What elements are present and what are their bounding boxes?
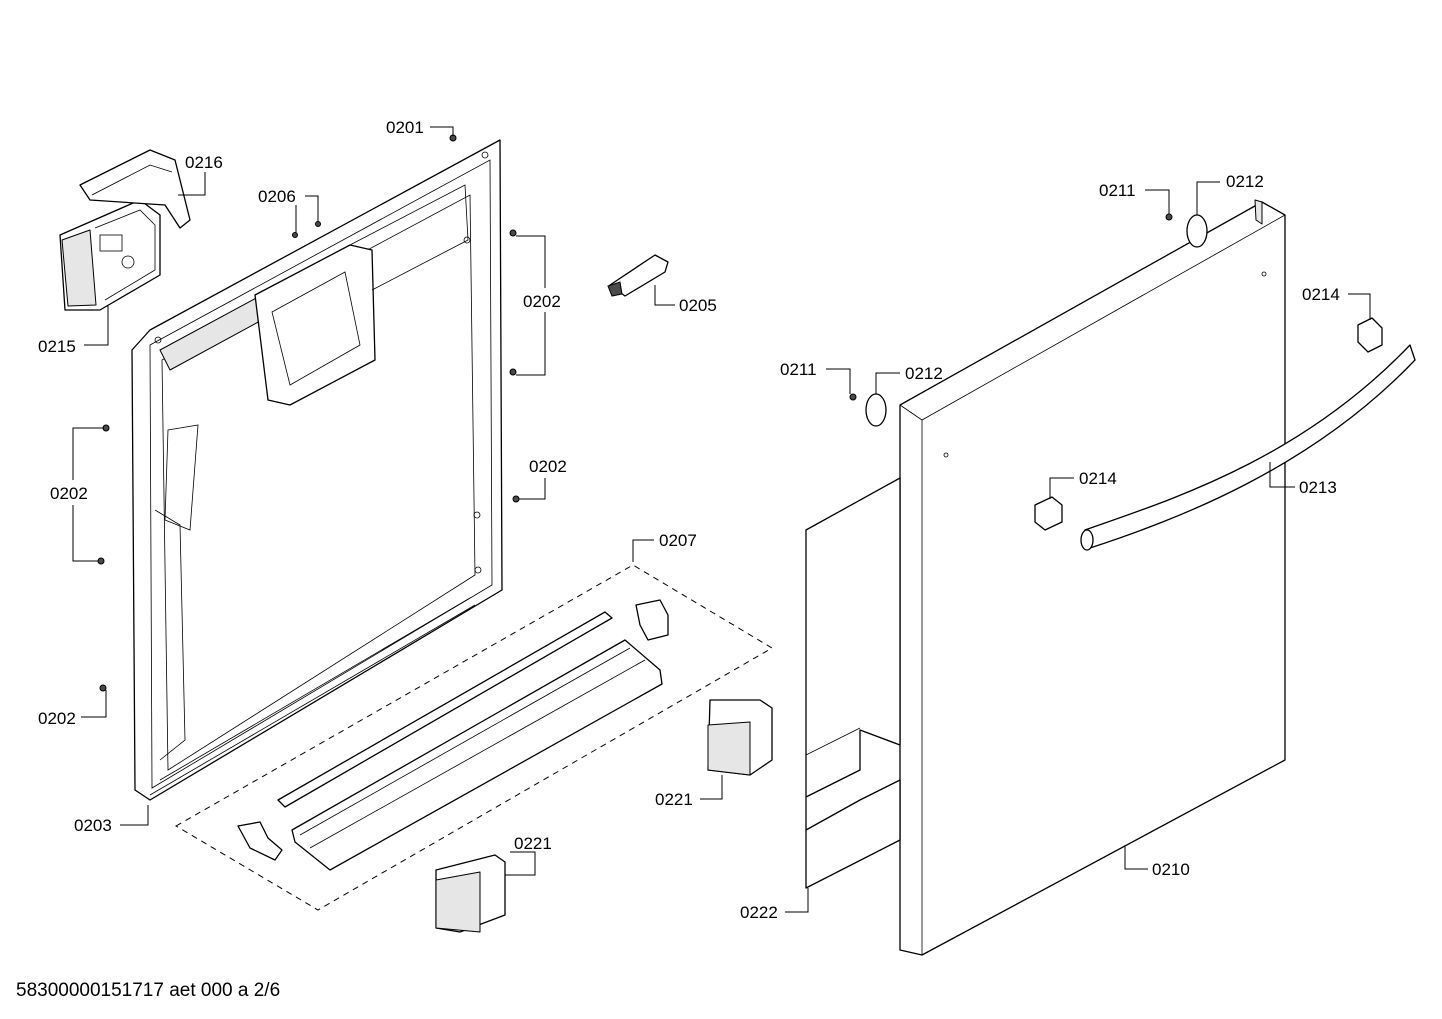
label-0202-top-right: 0202 (523, 292, 561, 311)
control-module (59, 199, 161, 311)
label-0212-left: 0212 (905, 364, 943, 383)
handle-end-caps (1034, 317, 1383, 531)
leader-lines (72, 126, 1371, 913)
insulation-panel (805, 477, 901, 889)
label-0205: 0205 (679, 296, 717, 315)
label-0207: 0207 (659, 531, 697, 550)
label-0211-top: 0211 (1099, 181, 1136, 200)
screws (97, 134, 1173, 692)
label-0214-middle: 0214 (1079, 469, 1117, 488)
seal-clips (237, 599, 669, 861)
label-0212-top: 0212 (1226, 172, 1264, 191)
part-labels: 0201 0216 0206 0202 0205 0215 0202 0202 … (38, 118, 1340, 922)
end-caps-0221 (435, 699, 773, 933)
door-latch (607, 254, 669, 297)
label-0215: 0215 (38, 337, 76, 356)
inner-door-frame (131, 139, 503, 801)
door-handle (1080, 344, 1416, 551)
label-0202-left: 0202 (50, 484, 88, 503)
label-0210: 0210 (1152, 860, 1190, 879)
module-bracket (79, 149, 191, 229)
drawing-reference: 58300000151717 aet 000 a 2/6 (16, 980, 281, 1001)
label-0202-bottom-left: 0202 (38, 709, 76, 728)
label-0216: 0216 (185, 153, 223, 172)
label-0202-right: 0202 (529, 457, 567, 476)
label-0214-top: 0214 (1302, 285, 1340, 304)
label-0221-lower: 0221 (514, 834, 552, 853)
bottom-seal (277, 611, 663, 871)
label-0221-upper: 0221 (655, 790, 693, 809)
label-0222: 0222 (740, 903, 778, 922)
washers (865, 214, 1208, 427)
outer-door-panel (899, 199, 1286, 956)
label-0201: 0201 (386, 118, 424, 137)
label-0203: 0203 (74, 816, 112, 835)
kit-outline-0207 (175, 564, 773, 911)
label-0213: 0213 (1299, 478, 1337, 497)
label-0206: 0206 (258, 187, 296, 206)
label-0211-left: 0211 (780, 360, 817, 379)
